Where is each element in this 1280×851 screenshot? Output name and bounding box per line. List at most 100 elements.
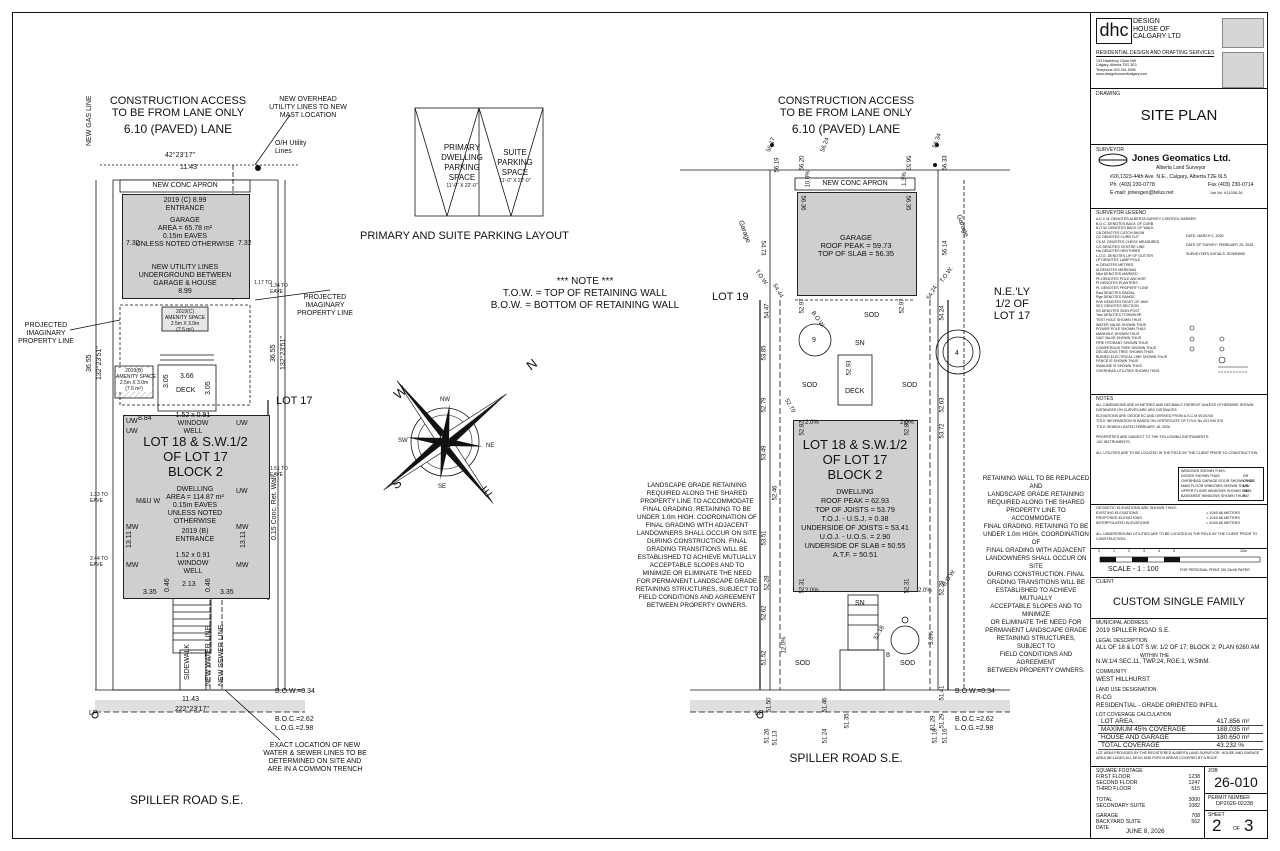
sheet-label: SHEET bbox=[1208, 812, 1225, 818]
elev-54-24-b: 54.24 bbox=[939, 305, 946, 321]
legend-row: TEST HOLE SHOWN THUS bbox=[1096, 318, 1142, 323]
legal-description-2: N.W.1/4 SEC.11, TWP.24, RGE.1, W.5thM. bbox=[1096, 659, 1211, 665]
surveyor-fax: Fax (403) 230-0714 bbox=[1208, 182, 1254, 188]
legend-row: FENCE IS SHOWN THUS bbox=[1096, 359, 1139, 364]
firm-logo: dhc bbox=[1096, 18, 1132, 44]
legend-row: Hw DENOTES HEDTHRES bbox=[1096, 249, 1141, 254]
elev-51-18: 51.18 bbox=[932, 728, 939, 744]
elev-56-35: 56.35 bbox=[904, 195, 911, 211]
landuse-label: LAND USE DESIGNATION bbox=[1096, 687, 1157, 693]
elev-52-46: 52.46 bbox=[772, 485, 779, 501]
elev-51-29: 51.29 bbox=[939, 713, 946, 729]
surveyor-phone: Ph. (403) 230-0778 bbox=[1110, 182, 1155, 188]
dim-2-13: 2.13 bbox=[182, 581, 196, 588]
surveyor-name: Jones Geomatics Ltd. bbox=[1132, 153, 1231, 164]
legend-row: SEC DENOTES SECTION bbox=[1096, 304, 1139, 309]
left-dim-bottom: 11.43 bbox=[182, 696, 199, 703]
compass-rose-icon bbox=[383, 380, 507, 504]
elev-53-85: 53.85 bbox=[761, 345, 768, 361]
surveyor-logo-icon bbox=[1098, 153, 1128, 167]
community-name: WEST HILLHURST bbox=[1096, 676, 1150, 683]
legend-row: OVERHEAD UTILITIES SHOWN THUS bbox=[1096, 368, 1160, 373]
elev-56-33: 56.33 bbox=[942, 155, 949, 171]
right-boc: B.O.C.=2.62 bbox=[955, 716, 994, 723]
surveyor-label: SURVEYOR bbox=[1096, 147, 1124, 153]
left-road-label: SPILLER ROAD S.E. bbox=[130, 793, 244, 807]
right-apron-label: NEW CONC APRON bbox=[822, 180, 888, 187]
left-bow: B.O.W.=0.34 bbox=[275, 688, 315, 695]
coverage-note: LOT AREA PROVIDED BY THE REGISTERED ALBE… bbox=[1096, 751, 1260, 760]
geodetic-values: = 1045.66 METERS= 1045.66 METERS= 1045.6… bbox=[1206, 511, 1240, 525]
elev-53-72: 53.72 bbox=[939, 423, 946, 439]
client-name: CUSTOM SINGLE FAMILY bbox=[1112, 596, 1246, 608]
tree-9: 9 bbox=[812, 337, 816, 344]
stamp-box-2 bbox=[1222, 52, 1264, 88]
legend-row: CONIFEROUS TREE SHOWN THUS bbox=[1096, 345, 1156, 350]
landuse-desc: RESIDENTIAL - GRADE ORIENTED INFILL bbox=[1096, 702, 1218, 709]
legend-label: SURVEYOR LEGEND bbox=[1096, 210, 1146, 216]
sqft-label: SQUARE FOOTAGE bbox=[1096, 768, 1143, 774]
municipal-address: 2019 SPILLER ROAD S.E. bbox=[1096, 627, 1170, 634]
mw-1: MW bbox=[126, 524, 139, 531]
divider-8 bbox=[1090, 618, 1268, 619]
firm-subtitle: RESIDENTIAL DESIGN AND DRAFTING SERVICES bbox=[1096, 50, 1215, 57]
left-dwelling-footprint bbox=[123, 415, 270, 599]
legend-row: M DENOTES MERIDIAN bbox=[1096, 267, 1136, 272]
legend-row: MANHOLE SHOWN THUS bbox=[1096, 331, 1140, 336]
compass-se: SE bbox=[438, 484, 447, 490]
eave-note-5: 1.17 TO bbox=[254, 280, 272, 286]
legend-row: DECIDUOUS TREE SHOWN THUS bbox=[1096, 350, 1154, 355]
sod-2: SOD bbox=[902, 382, 918, 389]
right-road-label: SPILLER ROAD S.E. bbox=[789, 751, 903, 765]
legend-row: FIRE HYDRANT SHOWN THUS bbox=[1096, 341, 1148, 346]
left-deck-label: DECK bbox=[176, 387, 196, 394]
divider-5 bbox=[1090, 504, 1268, 505]
legend-row: GAS VALVE SHOWN THUS bbox=[1096, 336, 1142, 341]
scale-note: FOR PERSONAL PRINT ON 24x36 PAPER bbox=[1180, 568, 1250, 572]
legend-row: SS DENOTES SIGN POST bbox=[1096, 308, 1140, 313]
left-log: L.O.G.=2.98 bbox=[275, 725, 314, 732]
divider-1 bbox=[1090, 88, 1268, 89]
legend-date: DATE: MARCH 2, 2026 bbox=[1186, 234, 1224, 238]
elev-56-36: 56.36 bbox=[799, 195, 806, 211]
divider-9 bbox=[1090, 766, 1268, 767]
legend-row: LP DENOTES LAMP POLE bbox=[1096, 258, 1141, 263]
divider-11 bbox=[1204, 793, 1268, 794]
community-label: COMMUNITY bbox=[1096, 669, 1127, 675]
pct-12: 12.0% bbox=[781, 636, 788, 654]
surveyor-email: E-mail: jonesgeo@telus.net bbox=[1110, 190, 1174, 196]
oh-utility-label: O/H Utility Lines bbox=[275, 140, 307, 155]
notes-list: ALL DIMENSIONS ARE IN METRES AND DECIMAL… bbox=[1096, 403, 1259, 455]
legend-row: POWER POLE SHOWN THUS bbox=[1096, 327, 1146, 332]
legend-row: Rge DENOTES RANGE bbox=[1096, 295, 1135, 300]
scale-label: SCALE - 1 : 100 bbox=[1108, 566, 1159, 573]
mu-window: M&U W bbox=[136, 498, 161, 505]
pct-2-a: 2.0% bbox=[805, 420, 819, 426]
legend-row: PI DENOTES PLANTERS bbox=[1096, 281, 1138, 286]
elev-51-35: 51.35 bbox=[844, 713, 851, 729]
divider-7 bbox=[1090, 577, 1268, 578]
elev-53-51: 53.51 bbox=[761, 530, 768, 546]
dim-3-35-right: 3.35 bbox=[220, 589, 234, 596]
